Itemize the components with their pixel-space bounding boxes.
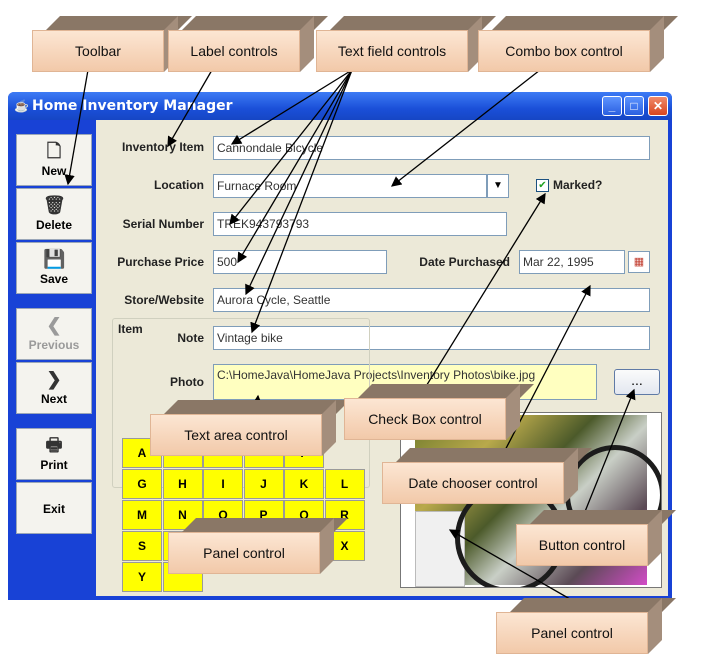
letter-button-y[interactable]: Y [122,562,162,592]
callout-text-field-controls: Text field controls [316,16,496,72]
callout-label-controls: Label controls [168,16,328,72]
letter-button-s[interactable]: S [122,531,162,561]
calendar-icon[interactable]: ▦ [628,251,650,273]
marked-checkbox[interactable]: ✔ [536,179,549,192]
callout-check-box-control: Check Box control [344,384,534,440]
callout-panel-control-left: Panel control [168,518,348,574]
chevron-down-icon[interactable]: ▼ [487,174,509,198]
delete-button[interactable]: 🗑 Delete [16,188,92,240]
date-purchased-field[interactable]: Mar 22, 1995 [519,250,625,274]
callout-text-area-control: Text area control [150,400,350,456]
date-purchased-label: Date Purchased [419,255,510,269]
floppy-disk-icon: 💾 [43,249,66,269]
previous-label: Previous [28,338,80,352]
next-label: Next [40,392,67,406]
letter-button-h[interactable]: H [162,469,203,499]
letter-button-m[interactable]: M [122,500,162,530]
new-button[interactable]: 🗋 New [16,134,92,186]
note-label: Note [177,331,204,345]
browse-photo-button[interactable]: ... [614,369,660,395]
new-label: New [41,164,67,178]
chevron-left-icon: ❮ [46,315,62,335]
close-button[interactable]: ✕ [648,96,668,116]
letter-button-g[interactable]: G [122,469,162,499]
print-label: Print [40,458,68,472]
store-website-label: Store/Website [124,293,204,307]
previous-button[interactable]: ❮ Previous [16,308,92,360]
callout-panel-control-bottom: Panel control [496,598,676,654]
exit-button[interactable]: Exit [16,482,92,534]
letter-button-n[interactable]: N [162,500,203,530]
inventory-item-label: Inventory Item [121,140,204,154]
location-label: Location [154,178,204,192]
title-bar[interactable]: ☕ Home Inventory Manager _ □ ✕ [8,92,672,120]
location-combo-box[interactable]: Furnace Room [213,174,487,198]
letter-button-j[interactable]: J [243,469,284,499]
store-website-field[interactable]: Aurora Cycle, Seattle [213,288,650,312]
trash-icon: 🗑 [43,195,66,215]
delete-label: Delete [35,218,73,232]
window-title: Home Inventory Manager [32,98,233,114]
printer-icon: 🖶 [45,435,63,455]
letter-button-l[interactable]: L [324,469,365,499]
marked-label: Marked? [553,178,603,192]
java-cup-icon: ☕ [14,99,29,113]
photo-label: Photo [170,375,204,389]
callout-combo-box-control: Combo box control [478,16,678,72]
items-panel-title: Item [117,322,144,336]
callout-toolbar: Toolbar [32,16,192,72]
purchase-price-label: Purchase Price [117,255,204,269]
print-button[interactable]: 🖶 Print [16,428,92,480]
serial-number-field[interactable]: TREK943793793 [213,212,507,236]
purchase-price-field[interactable]: 500 [213,250,387,274]
callout-date-chooser-control: Date chooser control [382,448,592,504]
save-button[interactable]: 💾 Save [16,242,92,294]
next-button[interactable]: ❯ Next [16,362,92,414]
minimize-button[interactable]: _ [602,96,622,116]
callout-button-control: Button control [516,510,676,566]
serial-number-label: Serial Number [122,217,204,231]
toolbar: 🗋 New 🗑 Delete 💾 Save ❮ Previous ❯ Next … [12,120,96,596]
chevron-right-icon: ❯ [46,369,62,389]
letter-button-k[interactable]: K [284,469,324,499]
save-label: Save [39,272,69,286]
new-file-icon: 🗋 [46,141,62,161]
inventory-item-field[interactable]: Cannondale Bicycle [213,136,650,160]
maximize-button[interactable]: □ [624,96,644,116]
letter-button-i[interactable]: I [203,469,243,499]
